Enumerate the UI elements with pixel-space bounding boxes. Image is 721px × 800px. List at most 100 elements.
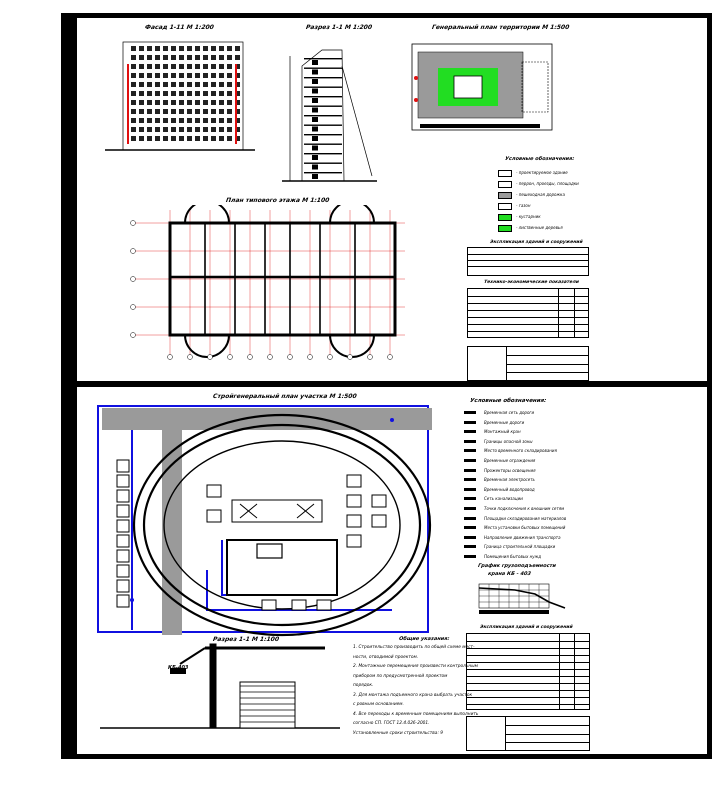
legend-swatch [498, 225, 512, 232]
legend-bottom-label: Временная сеть дороги [484, 410, 535, 415]
siteplan-title: Генеральный план территории М 1:500 [431, 24, 570, 31]
note-line: 2. Монтажные перемещения произвести конт… [353, 664, 478, 669]
stroygenplan-title: Стройгенеральный план участка М 1:500 [212, 393, 358, 400]
site-plan-top [411, 43, 553, 131]
legend-symbol [464, 497, 476, 501]
floorplan-title: План типового этажа М 1:100 [225, 197, 330, 204]
graph-subtitle: крана КБ - 403 [487, 571, 532, 577]
title-block-top [467, 346, 589, 381]
legend-top-item: - лиственные деревья [470, 223, 580, 234]
legend-bottom-item: Временная сеть дороги [462, 408, 592, 418]
legend-bottom-item: Помещения бытовых нужд [462, 552, 592, 562]
legend-symbol [464, 526, 476, 530]
legend-symbol [464, 449, 476, 453]
legend-bottom-item: Временная электросеть [462, 475, 592, 485]
legend-bottom-item: Временный водопровод [462, 485, 592, 495]
legend-symbol [464, 430, 476, 434]
graph-title: График грузоподъемности [477, 563, 557, 569]
legend-bottom-label: Сеть канализации [484, 496, 523, 502]
legend-bottom-item: Граница строительной площадки [462, 542, 592, 552]
legend-symbol [464, 439, 476, 443]
legend-swatch [498, 192, 512, 199]
table2-title: Технико-экономические показатели [483, 280, 580, 285]
legend-bottom-item: Границы опасной зоны [462, 437, 592, 447]
legend-symbol [464, 506, 476, 510]
legend-bottom-label: Временная электросеть [484, 477, 535, 483]
legend-bottom-item: Точки подключения к внешним сетям [462, 504, 592, 514]
section-drawing [282, 49, 377, 182]
legend-bottom-item: Сеть канализации [462, 494, 592, 504]
legend-top-item: - проектируемое здание [470, 168, 580, 179]
notes-block: 1. Строительство производить по общей сх… [353, 645, 479, 740]
note-line: с ровным основанием. [353, 702, 404, 707]
legend-symbol [464, 545, 476, 549]
table-explication-bottom [466, 633, 590, 710]
legend-symbol [464, 458, 476, 462]
legend-top-item: - кустарник [470, 212, 580, 223]
legend-title-top: Условные обозначения: [504, 156, 575, 162]
legend-bottom-label: Временные ограждения [484, 457, 536, 463]
legend-title-bottom: Условные обозначения: [469, 398, 547, 404]
note-line: 3. Для монтажа подъемного крана выбрать … [353, 692, 473, 698]
legend-top-label: - пешеходная дорожка [516, 192, 565, 197]
section-crane-drawing [100, 643, 340, 729]
legend-bottom-item: Площадки складирования материалов [462, 514, 592, 524]
note-line: порядок. [353, 683, 374, 688]
legend-swatch [498, 214, 512, 221]
legend-top-label: - перрон, проезды, площадки [516, 181, 579, 186]
facade-title: Фасад 1-11 М 1:200 [144, 24, 215, 31]
title-block-bottom [466, 716, 590, 751]
legend-top-label: - лиственные деревья [516, 225, 563, 230]
note-line: 4. Все переходы к временным помещениям в… [353, 711, 479, 717]
table1-title: Экспликация зданий и сооружений [489, 240, 583, 245]
legend-bottom-label: Временный водопровод [484, 486, 535, 492]
legend-bottom-item: Место временного складирования [462, 446, 592, 456]
legend-swatch [498, 170, 512, 177]
legend-bottom-label: Прожекторы освещения [484, 467, 536, 473]
table-explication-top [467, 247, 589, 276]
legend-bottom-label: Места установки бытовых помещений [484, 525, 566, 531]
crane-capacity-graph [478, 583, 566, 614]
note-line: прибором по предусмотренной проектом [353, 673, 448, 679]
legend-symbol [464, 535, 476, 539]
section-title-top: Разрез 1-1 М 1:200 [305, 24, 373, 31]
legend-bottom-item: Направление движения транспорта [462, 533, 592, 543]
legend-bottom-label: Границы опасной зоны [484, 438, 533, 444]
legend-swatch [498, 181, 512, 188]
legend-bottom-item: Монтажный кран [462, 427, 592, 437]
legend-bottom-label: Монтажный кран [484, 429, 521, 435]
legend-symbol [464, 554, 476, 558]
crane-label: КБ-403 [168, 665, 189, 671]
legend-top-item: - пешеходная дорожка [470, 190, 580, 201]
binding-line [75, 18, 77, 754]
note-line: согласно СП. ГОСТ 12.4.026-2001. [353, 721, 430, 726]
legend-symbol [464, 478, 476, 482]
legend-bottom-item: Временные дороги [462, 418, 592, 428]
legend-swatch [498, 203, 512, 210]
legend-top-item: - газон [470, 201, 580, 212]
legend-bottom-label: Граница строительной площадки [484, 544, 556, 550]
legend-top-label: - газон [516, 203, 531, 208]
note-line: Установленные сроки строительства: 9 [353, 730, 443, 736]
legend-bottom-item: Временные ограждения [462, 456, 592, 466]
facade-drawing [105, 41, 255, 151]
notes-title: Общие указания: [398, 636, 450, 642]
legend-bottom-label: Временные дороги [484, 419, 525, 425]
table-title-bottom: Экспликация зданий и сооружений [479, 625, 573, 630]
legend-symbol [464, 487, 476, 491]
legend-symbol [464, 420, 476, 424]
legend-symbol [464, 516, 476, 520]
legend-bottom-item: Места установки бытовых помещений [462, 523, 592, 533]
note-line: 1. Строительство производить по общей сх… [353, 645, 475, 650]
legend-bottom-label: Помещения бытовых нужд [484, 553, 541, 559]
legend-symbol [464, 468, 476, 472]
legend-top-label: - кустарник [516, 214, 541, 219]
legend-bottom-item: Прожекторы освещения [462, 466, 592, 476]
note-line: ности, отводимой проектом. [353, 654, 419, 660]
legend-symbol [464, 411, 476, 414]
legend-top-label: - проектируемое здание [516, 170, 568, 175]
floor-plan-drawing [130, 205, 405, 360]
legend-bottom-label: Площадки складирования материалов [484, 515, 567, 521]
legend-top: - проектируемое здание - перрон, проезды,… [470, 168, 580, 234]
